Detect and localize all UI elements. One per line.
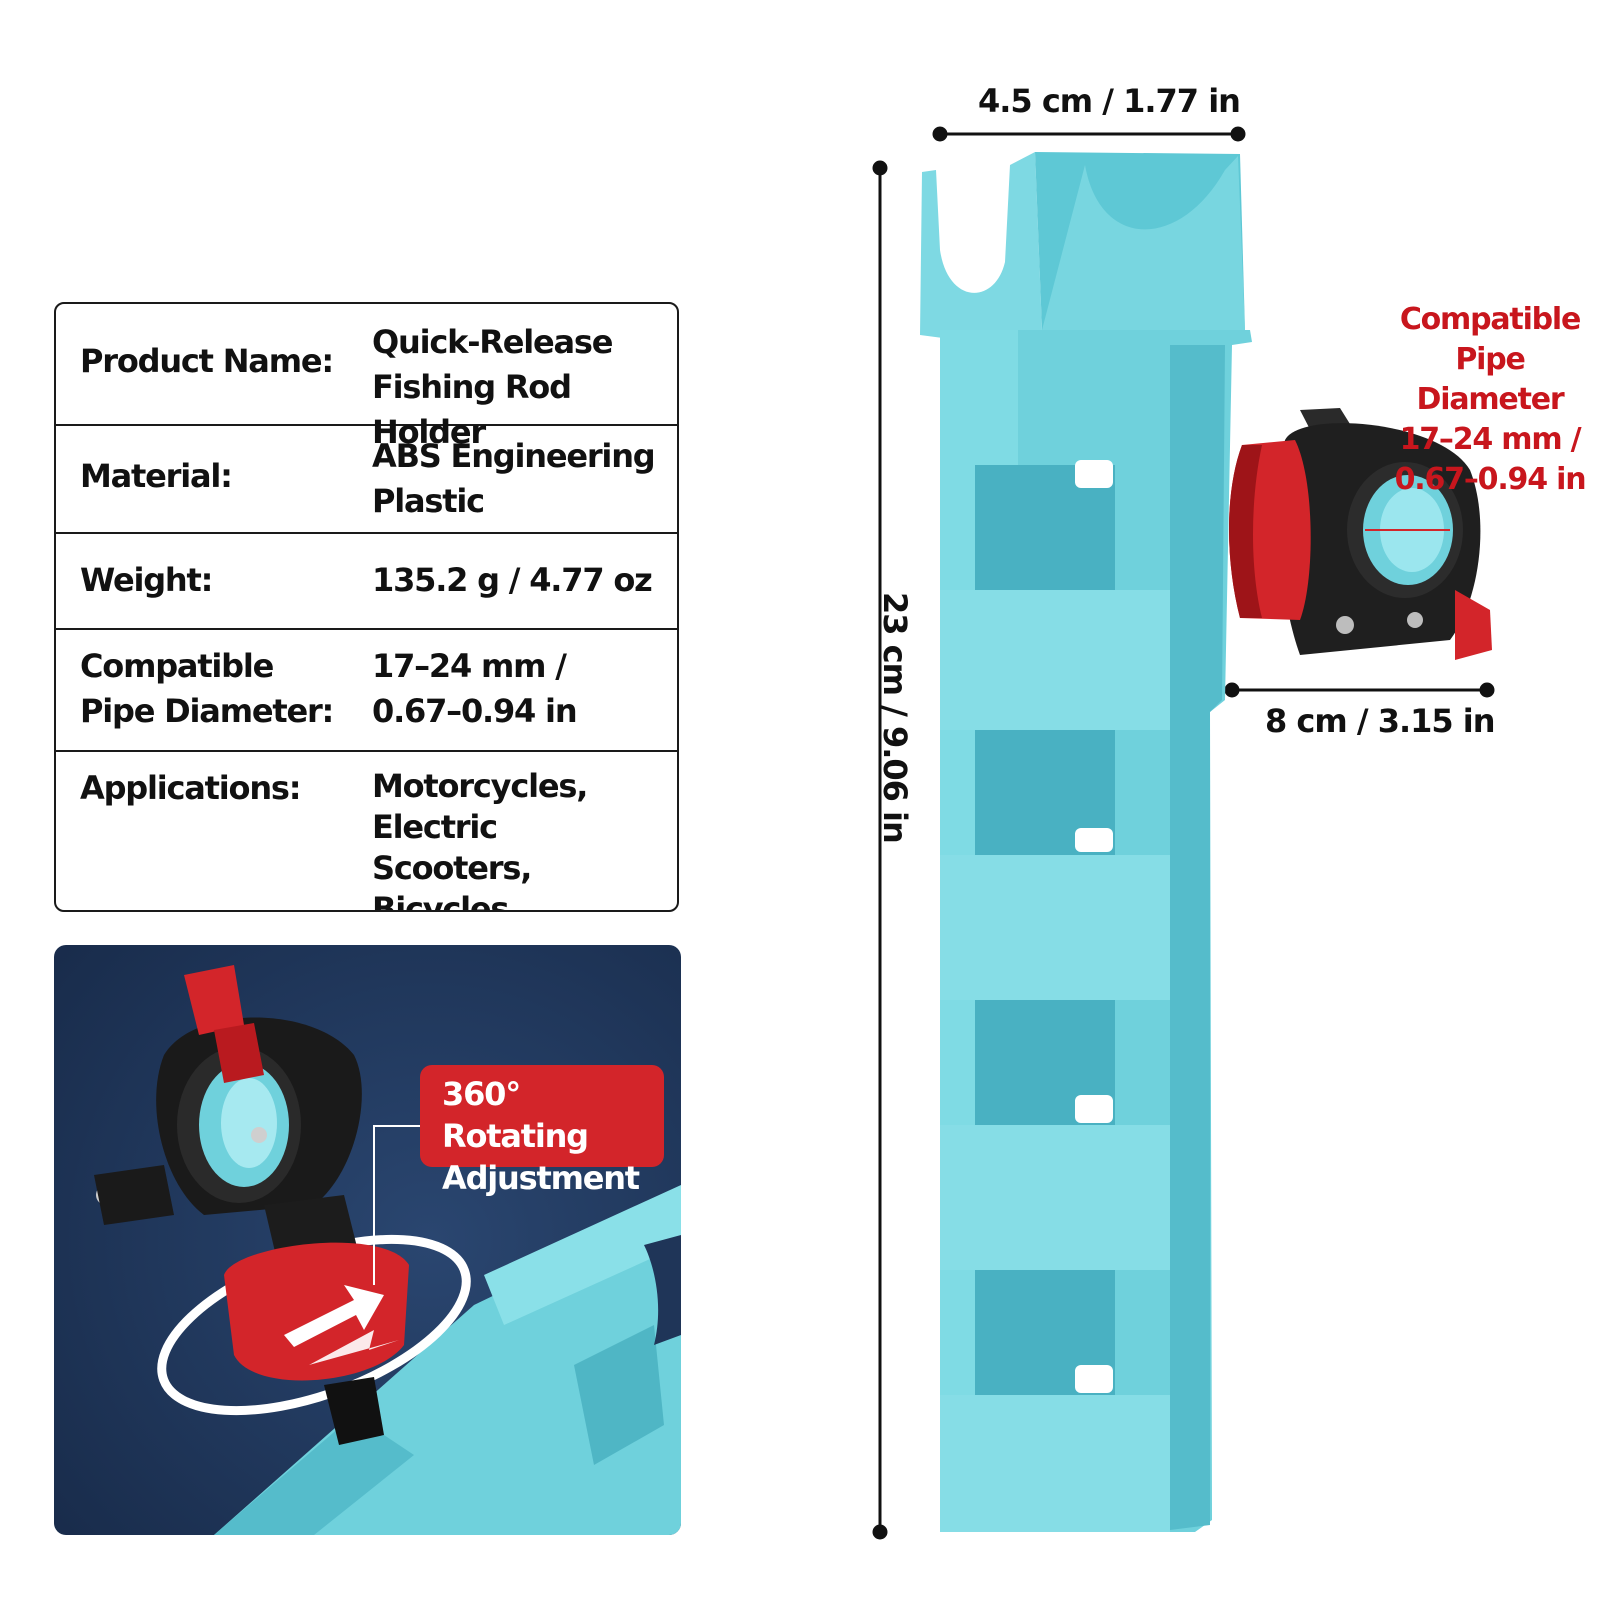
spec-label: Product Name: [80, 342, 334, 380]
spec-label: Applications: [80, 769, 302, 807]
spec-row-pipe-diameter: Compatible Pipe Diameter: 17–24 mm / 0.6… [56, 630, 677, 752]
spec-value: 135.2 g / 4.77 oz [372, 561, 653, 599]
width-dimension-label: 4.5 cm / 1.77 in [978, 82, 1241, 120]
spec-value: Motorcycles, Electric Scooters, Bicycles… [372, 767, 588, 912]
spec-value: Quick-Release Fishing Rod Holder [372, 323, 613, 451]
spec-value: 17–24 mm / 0.67–0.94 in [372, 647, 578, 730]
spec-value: ABS Engineering Plastic [372, 437, 656, 520]
spec-row-applications: Applications: Motorcycles, Electric Scoo… [56, 752, 677, 912]
pipe-diameter-callout: Compatible Pipe Diameter 17–24 mm / 0.67… [1394, 302, 1587, 497]
spec-label: Weight: [80, 561, 213, 599]
spec-label: Compatible Pipe Diameter: [80, 647, 334, 730]
spec-table: Product Name: Quick-Release Fishing Rod … [54, 302, 679, 912]
spec-row-material: Material: ABS Engineering Plastic [56, 426, 677, 534]
inset-illustration [54, 945, 681, 1535]
spec-row-weight: Weight: 135.2 g / 4.77 oz [56, 534, 677, 630]
spec-row-product-name: Product Name: Quick-Release Fishing Rod … [56, 304, 677, 451]
rotating-adjustment-inset [54, 945, 681, 1535]
spec-label: Material: [80, 457, 233, 495]
clamp-width-dimension-label: 8 cm / 3.15 in [1265, 702, 1496, 740]
rotating-adjustment-badge: 360° Rotating Adjustment [420, 1065, 664, 1197]
